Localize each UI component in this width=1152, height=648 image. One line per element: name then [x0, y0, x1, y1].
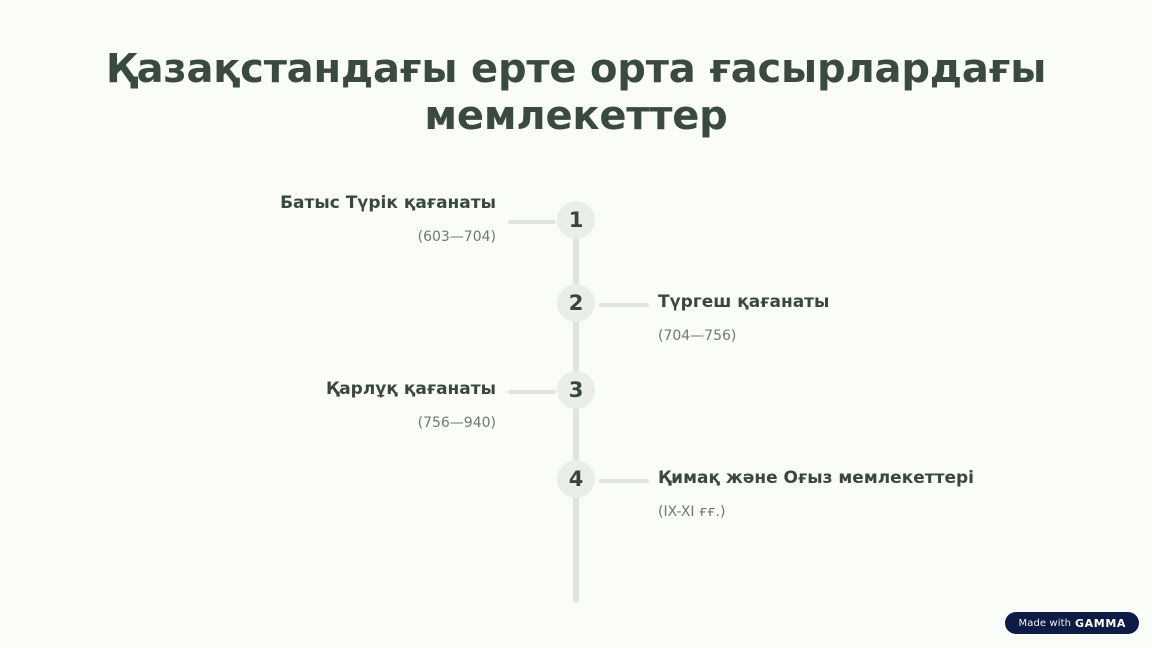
badge-brand-label: GAMMA: [1075, 616, 1126, 630]
timeline-item-3-connector: [508, 390, 556, 394]
made-with-gamma-badge[interactable]: Made with GAMMA: [1005, 612, 1139, 634]
timeline-item-1-text: Батыс Түрік қағанаты (603—704): [110, 193, 496, 246]
page-title: Қазақстандағы ерте орта ғасырлардағы мем…: [105, 46, 1047, 140]
timeline-item-1-dates: (603—704): [417, 229, 496, 246]
timeline-item-3-text: Қарлұқ қағанаты (756—940): [110, 379, 496, 432]
timeline-item-3-dates: (756—940): [417, 415, 496, 432]
timeline-item-1-headline: Батыс Түрік қағанаты: [280, 193, 496, 213]
timeline-item-4-headline: Қимақ және Оғыз мемлекеттері: [658, 468, 975, 488]
timeline-item-4-dates: (IX-XI ғғ.): [658, 504, 726, 521]
timeline-node-4[interactable]: 4: [557, 460, 595, 498]
timeline-item-2-headline: Түргеш қағанаты: [658, 292, 830, 312]
timeline-item-2-connector: [599, 303, 649, 307]
badge-made-with-label: Made with: [1018, 617, 1072, 629]
timeline-item-2-text: Түргеш қағанаты (704—756): [658, 292, 1088, 345]
timeline-item-2-dates: (704—756): [658, 328, 737, 345]
timeline-item-4-connector: [599, 479, 649, 483]
timeline-node-3[interactable]: 3: [557, 371, 595, 409]
timeline-item-4-text: Қимақ және Оғыз мемлекеттері (IX-XI ғғ.): [658, 468, 1088, 521]
timeline-node-2[interactable]: 2: [557, 284, 595, 322]
timeline-item-1-connector: [508, 220, 556, 224]
timeline-item-3-headline: Қарлұқ қағанаты: [326, 379, 496, 399]
timeline-node-1[interactable]: 1: [557, 201, 595, 239]
